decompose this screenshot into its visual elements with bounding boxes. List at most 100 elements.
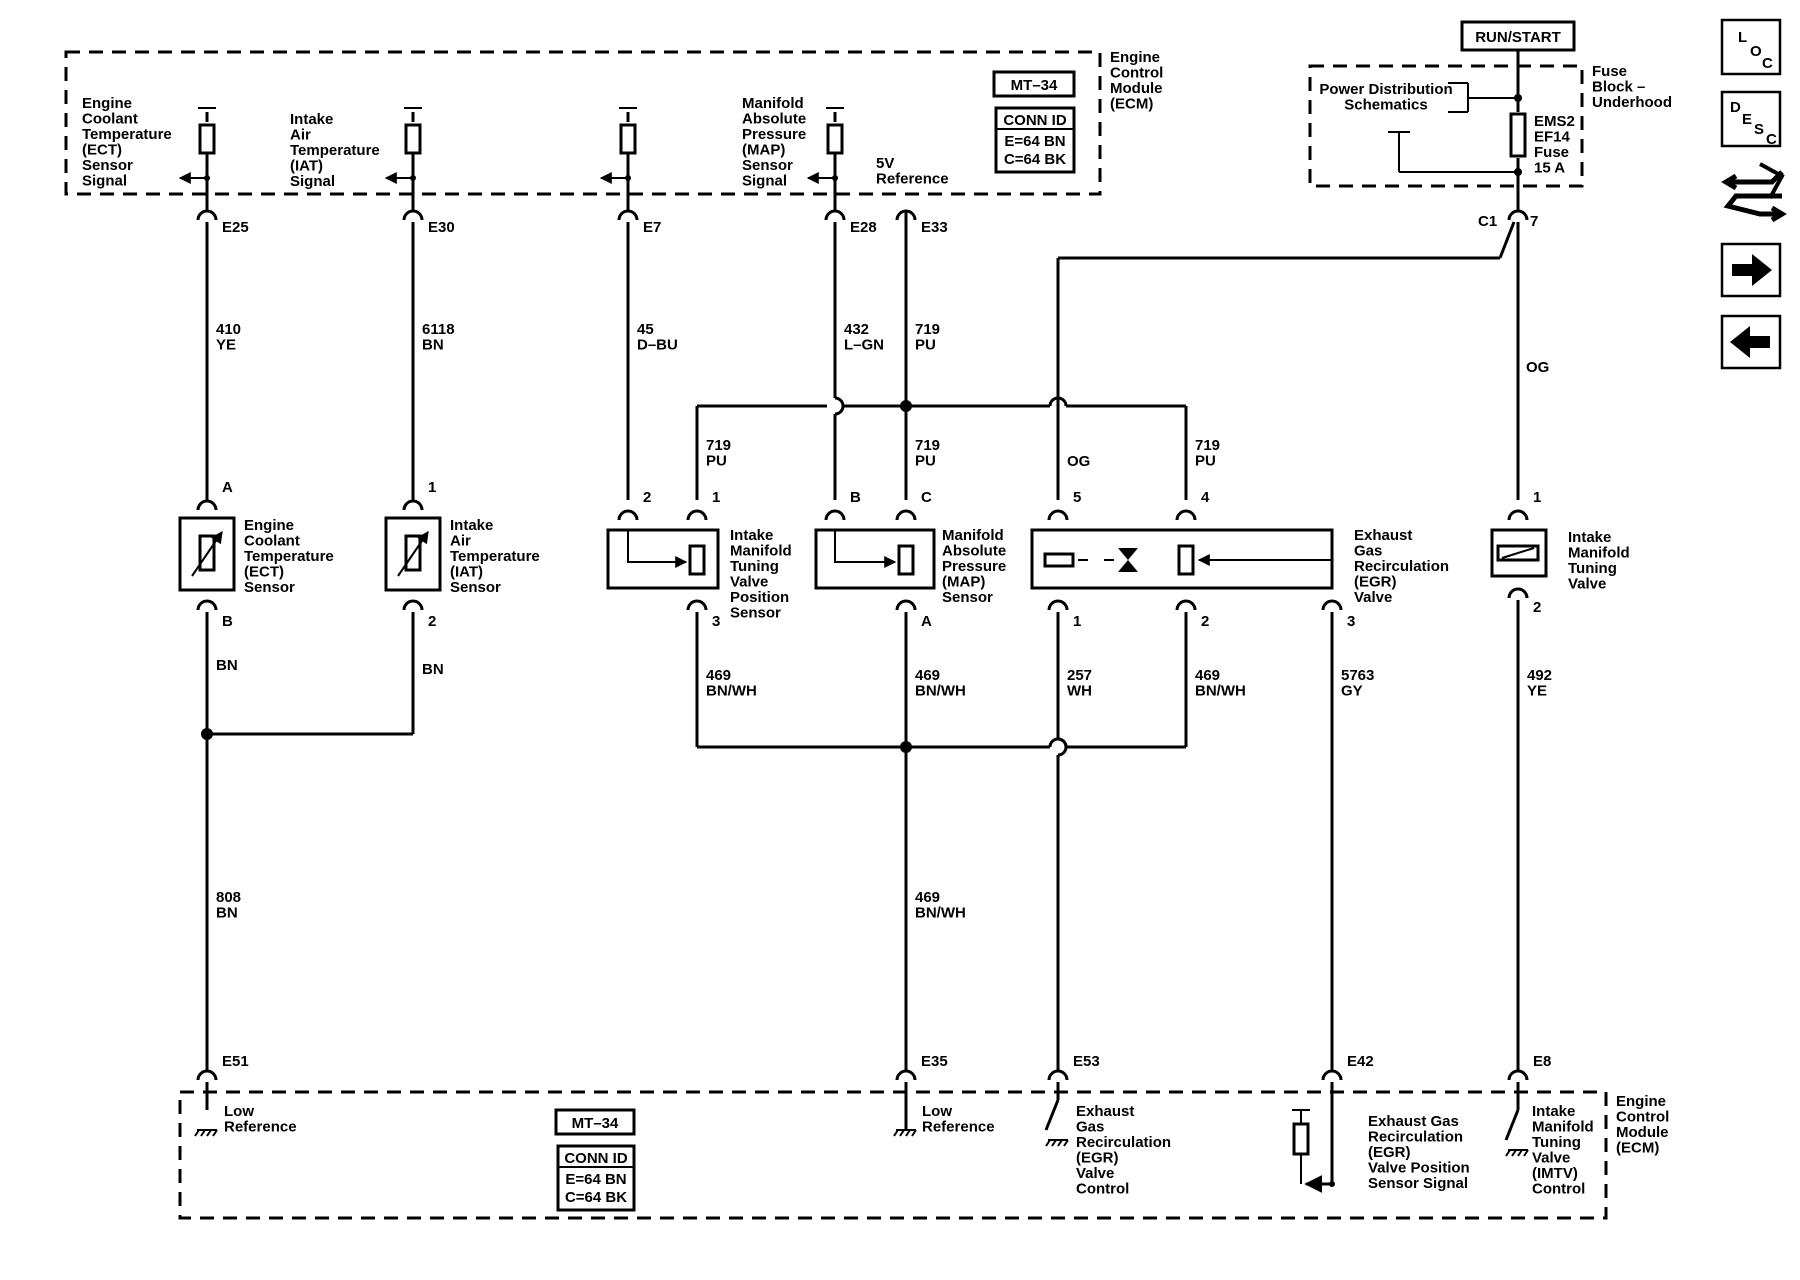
loc-c: C <box>1762 55 1773 72</box>
connector-pin-1 <box>402 209 424 221</box>
connector-pin-22 <box>1507 587 1529 599</box>
desc-c: C <box>1766 131 1777 148</box>
connector-pin-15 <box>895 599 917 611</box>
conn-e30-label: E30 <box>428 219 455 236</box>
pin-iat-1-label: 1 <box>428 479 436 496</box>
imt-valve <box>1490 528 1548 578</box>
pin-imtv-1-label: 1 <box>1533 489 1541 506</box>
connector-pin-25 <box>1047 1069 1069 1081</box>
conn-e25-label: E25 <box>222 219 249 236</box>
pin-iat-2-label: 2 <box>428 613 436 630</box>
conn-e7-label: E7 <box>643 219 661 236</box>
mt-34-bottom-label: MT–34 <box>572 1115 619 1132</box>
wire-bn-b-label: BN <box>422 661 444 678</box>
next-arrow-button[interactable] <box>1720 242 1782 298</box>
connector-pin-20 <box>1321 599 1343 611</box>
connector-pin-8 <box>196 599 218 611</box>
desc-button[interactable]: D E S C <box>1720 90 1782 148</box>
splice-points <box>201 94 1522 753</box>
conn-e35-label: E35 <box>921 1053 948 1070</box>
connector-pin-4 <box>895 209 917 221</box>
fuse-ef14 <box>1509 112 1527 158</box>
connector-pin-14 <box>895 509 917 521</box>
mt-34-top-box: MT–34 <box>992 70 1076 98</box>
fuse-block-outline <box>1308 64 1584 188</box>
conn-id-bottom-l2: E=64 BN <box>565 1171 626 1188</box>
run-start-box: RUN/START <box>1460 20 1576 52</box>
wire-bn-a-label: BN <box>216 657 238 674</box>
connector-icon[interactable] <box>1721 162 1787 223</box>
connector-pin-24 <box>895 1069 917 1081</box>
pin-egr-3-label: 3 <box>1347 613 1355 630</box>
map-sensor <box>814 528 936 590</box>
connector-pin-16 <box>1047 509 1069 521</box>
conn-id-top-l3: C=64 BK <box>1004 151 1066 168</box>
imt-position-sensor <box>606 528 720 590</box>
pin-map-a-label: A <box>921 613 932 630</box>
wire-og-b-label: OG <box>1526 359 1549 376</box>
conn-id-bottom-box: CONN ID E=64 BN C=64 BK <box>556 1144 636 1212</box>
connector-pin-27 <box>1507 1069 1529 1081</box>
pin-imt-2-label: 2 <box>643 489 651 506</box>
ground-symbol-2 <box>1045 1139 1069 1147</box>
connector-pin-10 <box>617 509 639 521</box>
pin-imt-1-label: 1 <box>712 489 720 506</box>
pin-map-c-label: C <box>921 489 932 506</box>
previous-arrow-button[interactable] <box>1720 314 1782 370</box>
ecm-top-internals <box>178 107 844 184</box>
pin-ect-b-label: B <box>222 613 233 630</box>
wire-og-a-label: OG <box>1067 453 1090 470</box>
desc-s: S <box>1754 121 1764 138</box>
connector-pin-3 <box>824 209 846 221</box>
desc-e: E <box>1742 111 1752 128</box>
conn-e28-label: E28 <box>850 219 877 236</box>
loc-o: O <box>1750 43 1762 60</box>
ect-sensor <box>178 516 236 592</box>
loc-button[interactable]: L O C <box>1720 18 1782 76</box>
connector-pin-6 <box>196 499 218 511</box>
conn-c1-label: C1 <box>1478 213 1497 230</box>
iat-sensor <box>384 516 442 592</box>
connector-pin-11 <box>686 509 708 521</box>
loc-l: L <box>1738 29 1747 46</box>
conn-e42-label: E42 <box>1347 1053 1374 1070</box>
pin-egr-5-label: 5 <box>1073 489 1081 506</box>
run-start-label: RUN/START <box>1475 29 1561 46</box>
connector-pin-0 <box>196 209 218 221</box>
ecm-bottom-outline <box>178 1090 1608 1220</box>
ground-symbol-3 <box>1505 1149 1529 1157</box>
ground-symbol-1 <box>893 1129 917 1137</box>
conn-id-bottom-l3: C=64 BK <box>565 1189 627 1206</box>
pin-imtv-2-label: 2 <box>1533 599 1541 616</box>
mt-34-bottom-box: MT–34 <box>554 1108 636 1136</box>
